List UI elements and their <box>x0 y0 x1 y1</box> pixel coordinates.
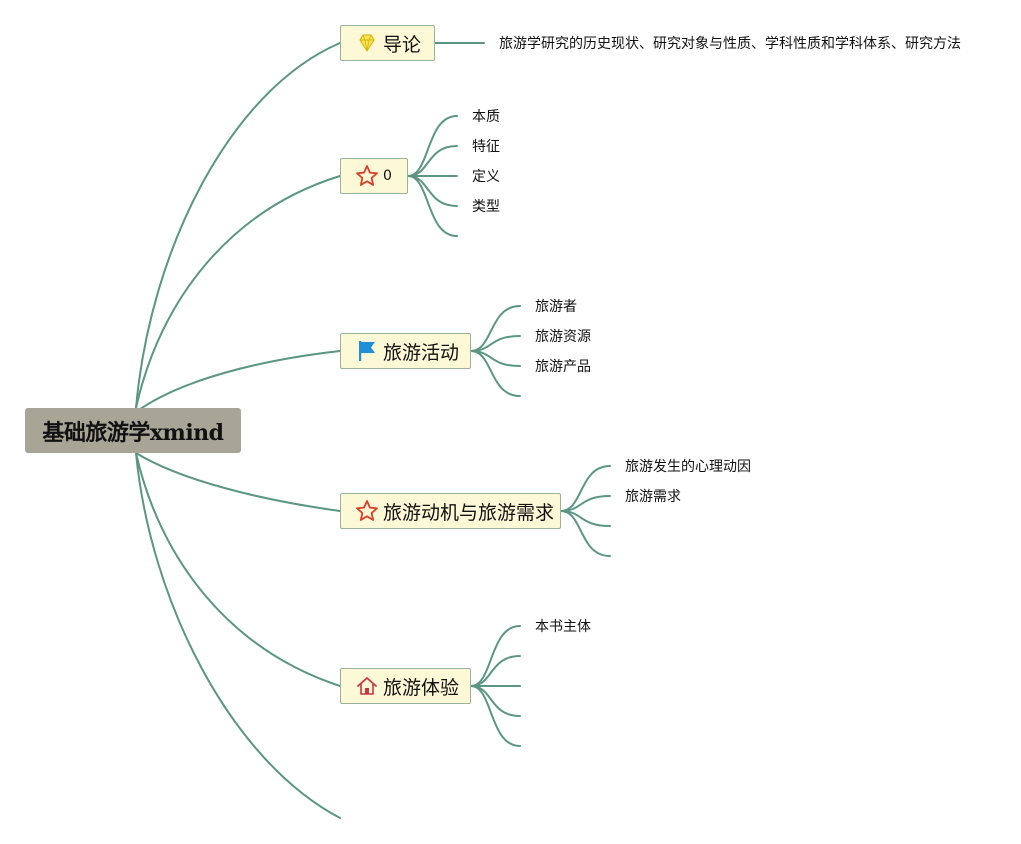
topic-zero-label: 0 <box>383 168 392 184</box>
leaf-intro-1[interactable]: 旅游学研究的历史现状、研究对象与性质、学科性质和学科体系、研究方法 <box>499 36 961 52</box>
connector-zero-leaf-4 <box>407 175 458 237</box>
leaf-tourism-demand[interactable]: 旅游需求 <box>625 489 681 505</box>
connector-root-intro <box>135 42 341 409</box>
connector-root-zero <box>135 175 341 409</box>
topic-intro-label: 导论 <box>383 33 422 56</box>
leaf-tourism-resources[interactable]: 旅游资源 <box>535 329 591 345</box>
star-icon <box>355 499 379 523</box>
connector-experience-leaf-4 <box>470 685 521 747</box>
connector-root-activity <box>135 350 341 413</box>
leaf-psychological-motives[interactable]: 旅游发生的心理动因 <box>625 459 751 475</box>
leaf-tourists[interactable]: 旅游者 <box>535 299 577 315</box>
connector-zero-leaf-3 <box>407 175 458 207</box>
star-icon <box>355 164 379 188</box>
connector-experience-leaf-1 <box>470 655 521 687</box>
leaf-types[interactable]: 类型 <box>472 199 500 215</box>
topic-tourism-activity-label: 旅游活动 <box>383 341 460 364</box>
topic-tourism-experience-label: 旅游体验 <box>383 676 460 699</box>
leaf-features[interactable]: 特征 <box>472 139 500 155</box>
connector-root-experience <box>135 452 341 687</box>
connector-motivation-leaf-3 <box>560 510 611 557</box>
topic-motivation-demand-label: 旅游动机与旅游需求 <box>383 501 555 524</box>
leaf-book-subject[interactable]: 本书主体 <box>535 619 591 635</box>
gem-icon <box>355 31 379 55</box>
connector-activity-leaf-0 <box>470 305 521 352</box>
connector-experience-leaf-0 <box>470 625 521 687</box>
connector-motivation-leaf-0 <box>560 465 611 512</box>
topic-tourism-experience[interactable]: 旅游体验 <box>340 668 471 704</box>
home-icon <box>355 674 379 698</box>
connector-root-motivation <box>135 452 341 512</box>
leaf-essence[interactable]: 本质 <box>472 109 500 125</box>
connector-zero-leaf-0 <box>407 115 458 177</box>
connector-activity-leaf-3 <box>470 350 521 397</box>
connector-zero-leaf-1 <box>407 145 458 177</box>
leaf-definition[interactable]: 定义 <box>472 169 500 185</box>
topic-tourism-activity[interactable]: 旅游活动 <box>340 333 471 369</box>
topic-intro[interactable]: 导论 <box>340 25 435 61</box>
connector-root-empty-branch <box>135 452 341 819</box>
topic-zero[interactable]: 0 <box>340 158 408 194</box>
connector-experience-leaf-3 <box>470 685 521 717</box>
root-topic-label: 基础旅游学xmind <box>42 419 224 446</box>
topic-motivation-demand[interactable]: 旅游动机与旅游需求 <box>340 493 561 529</box>
leaf-tourism-products[interactable]: 旅游产品 <box>535 359 591 375</box>
flag-icon <box>355 339 379 363</box>
root-topic[interactable]: 基础旅游学xmind <box>25 408 241 453</box>
